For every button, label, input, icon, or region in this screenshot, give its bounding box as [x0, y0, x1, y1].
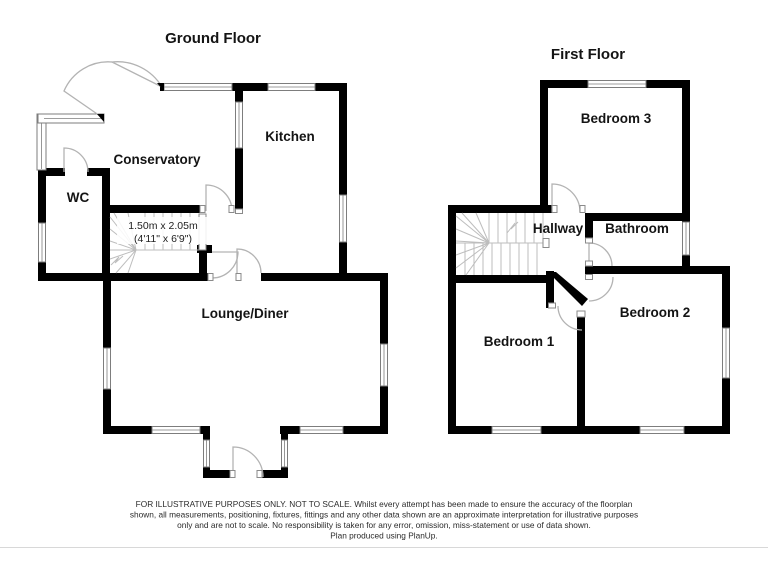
- disclaimer-line-2: shown, all measurements, positioning, fi…: [130, 510, 638, 520]
- disclaimer-line-1: FOR ILLUSTRATIVE PURPOSES ONLY. NOT TO S…: [136, 499, 633, 509]
- window: [639, 426, 685, 434]
- first-floor-title: First Floor: [551, 46, 625, 63]
- window: [491, 426, 542, 434]
- bottom-divider: [0, 547, 768, 548]
- room-label-bedroom3: Bedroom 3: [581, 111, 652, 126]
- room-label-bedroom1: Bedroom 1: [484, 334, 555, 349]
- door-arc: [588, 276, 614, 302]
- door-hinge: [157, 83, 164, 91]
- window: [281, 439, 288, 468]
- window: [103, 347, 111, 390]
- footer-disclaimer: FOR ILLUSTRATIVE PURPOSES ONLY. NOT TO S…: [0, 499, 768, 548]
- door-hinge: [97, 114, 104, 122]
- door-arc: [63, 147, 89, 173]
- door-arc: [236, 248, 262, 274]
- window: [163, 83, 233, 91]
- ground-floor-doors: [63, 61, 264, 478]
- first-floor-doors: [548, 183, 614, 331]
- window: [380, 343, 388, 387]
- room-label-bedroom2: Bedroom 2: [620, 305, 691, 320]
- window: [339, 194, 347, 243]
- window: [587, 80, 647, 88]
- disclaimer-line-4: Plan produced using PlanUp.: [330, 531, 437, 541]
- first-floor-plan: First Floor: [448, 46, 730, 434]
- door-arc: [557, 305, 583, 331]
- first-floor-stairs: [455, 212, 550, 276]
- door-arc: [551, 183, 581, 213]
- window: [722, 327, 730, 379]
- window: [151, 426, 201, 434]
- room-label-wc: WC: [67, 190, 90, 205]
- ground-floor-stairs: 1.50m x 2.05m (4'11" x 6'9"): [109, 212, 209, 274]
- window: [235, 101, 243, 149]
- room-label-bathroom: Bathroom: [605, 221, 669, 236]
- french-door-arc: [63, 61, 113, 119]
- stairs-dimension-metric: 1.50m x 2.05m: [128, 220, 198, 232]
- room-label-lounge-diner: Lounge/Diner: [202, 306, 290, 321]
- window: [267, 83, 316, 91]
- french-door-arc: [109, 61, 163, 88]
- window: [37, 113, 105, 124]
- ground-floor-plan: Ground Floor: [36, 30, 388, 478]
- door-arc: [205, 184, 233, 212]
- window: [203, 439, 210, 468]
- room-label-kitchen: Kitchen: [265, 129, 315, 144]
- window: [38, 222, 46, 263]
- room-label-hallway: Hallway: [533, 221, 584, 236]
- door-arc: [211, 251, 239, 279]
- disclaimer-line-3: only and are not to scale. No responsibi…: [177, 520, 591, 530]
- room-label-conservatory: Conservatory: [113, 152, 201, 167]
- window: [299, 426, 344, 434]
- first-floor-windows: [491, 80, 730, 434]
- stairs-dimension-imperial: (4'11" x 6'9"): [134, 233, 192, 245]
- ground-floor-title: Ground Floor: [165, 30, 261, 47]
- window: [682, 221, 690, 256]
